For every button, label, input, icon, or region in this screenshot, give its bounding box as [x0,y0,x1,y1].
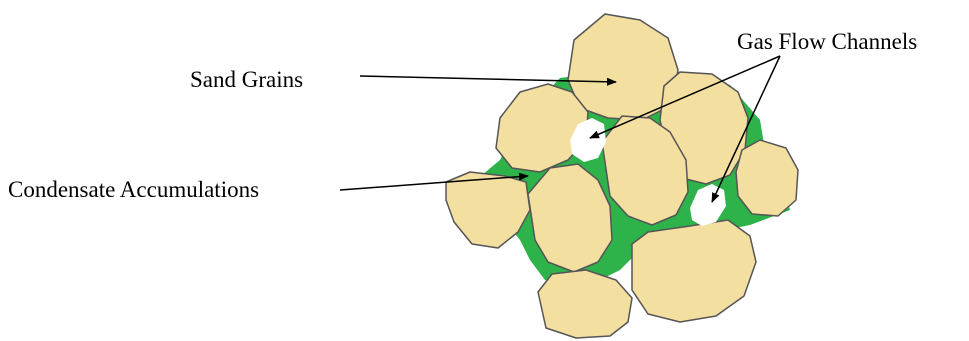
condensate-accumulations-label: Condensate Accumulations [8,177,259,202]
sand-grains-label: Sand Grains [190,67,303,92]
sand-grain [538,270,632,338]
sand-grain [632,220,756,322]
gas-flow-channels-label: Gas Flow Channels [737,29,917,54]
sand-grain [736,140,798,216]
